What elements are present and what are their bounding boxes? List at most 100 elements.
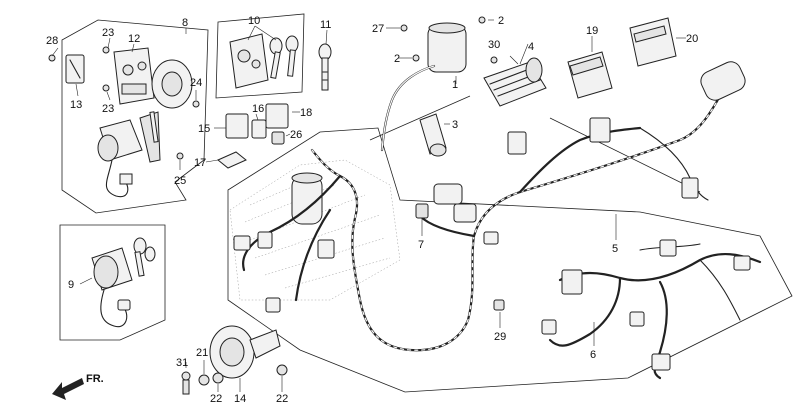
key-blade: [149, 111, 159, 143]
key-blade-a: [270, 51, 281, 79]
callout-2-upper: 2: [498, 15, 504, 27]
front-direction-arrow: FR.: [52, 373, 104, 400]
callout-3: 3: [452, 119, 458, 131]
bolt-27: [400, 24, 408, 32]
nut-22b: [276, 364, 288, 376]
callout-2-lower: 2: [394, 53, 400, 65]
callout-labels: 28 23 12 8 23 24 13 25 10 11 27 2 2 1 30…: [46, 15, 698, 405]
group-outlines: [59, 13, 793, 393]
ignition-switch-9: [91, 237, 156, 328]
key-blade-b: [287, 49, 296, 77]
regulator-rectifier-4: [483, 56, 547, 107]
callout-28: 28: [46, 35, 58, 47]
direction-label: FR.: [86, 373, 104, 385]
clip-7: [415, 203, 429, 219]
callout-9: 9: [68, 279, 74, 291]
connector-m: [629, 311, 645, 327]
ignition-coil-1: [380, 16, 486, 152]
connector-i: [265, 297, 281, 313]
callout-20: 20: [686, 33, 698, 45]
connector-small: [119, 173, 133, 185]
relays: [217, 103, 289, 169]
cover-19: [567, 51, 613, 99]
connector-o: [733, 255, 751, 271]
callout-14: 14: [234, 393, 246, 405]
callout-4: 4: [528, 41, 534, 53]
callout-11: 11: [320, 19, 331, 31]
screw-28: [48, 54, 56, 62]
connector-j: [483, 231, 499, 245]
callout-26: 26: [290, 129, 302, 141]
relay-18: [265, 103, 289, 129]
callout-13: 13: [70, 99, 82, 111]
callout-21: 21: [196, 347, 208, 359]
main-harness-group-outline: [227, 127, 793, 393]
screw-25: [176, 152, 184, 160]
callout-5: 5: [612, 243, 618, 255]
connector-k: [561, 269, 583, 295]
connector-g: [257, 231, 273, 249]
connector-h: [317, 239, 335, 259]
callout-30: 30: [488, 39, 500, 51]
connector-c: [681, 177, 699, 199]
callout-10: 10: [248, 15, 260, 27]
callout-29: 29: [494, 331, 506, 343]
callout-1: 1: [452, 79, 458, 91]
key-cylinder-body: [229, 33, 269, 89]
sub-harness-outline: [549, 117, 701, 193]
screw-23b: [102, 84, 110, 92]
harness-end-boot: [700, 61, 746, 101]
key-set-10: [229, 33, 299, 89]
clip-26: [271, 131, 285, 145]
callout-7: 7: [418, 239, 424, 251]
nut-22a: [212, 372, 224, 384]
horn-bracket: [249, 329, 281, 359]
relay-16: [251, 119, 267, 139]
sub-wire-harness-6: [493, 239, 762, 380]
callout-6: 6: [590, 349, 596, 361]
nut-2a: [478, 16, 486, 24]
callout-16: 16: [252, 103, 264, 115]
callout-17: 17: [194, 157, 206, 169]
connector-e: [453, 203, 477, 223]
key-blade: [134, 251, 145, 277]
nut-2b: [412, 54, 420, 62]
main-wire-harness-5: [233, 61, 746, 352]
switch-12: [113, 47, 155, 105]
spark-plug-cap-3: [419, 113, 447, 157]
connector-f: [233, 235, 251, 251]
callout-27: 27: [372, 23, 384, 35]
seat-lock-assembly: [48, 46, 200, 198]
callout-8: 8: [182, 17, 188, 29]
blank-key-11: [318, 43, 332, 91]
ignition-switch-group-outline: [59, 224, 166, 341]
callout-31: 31: [176, 357, 188, 369]
harness-background-hatching: [229, 159, 401, 301]
relay-15: [225, 113, 249, 139]
connector-b: [589, 117, 611, 143]
connector-d: [433, 183, 463, 205]
bolt-31: [181, 371, 191, 381]
screw-24: [192, 100, 200, 108]
callout-18: 18: [300, 107, 312, 119]
callout-12: 12: [128, 33, 140, 45]
callout-15: 15: [198, 123, 210, 135]
bolt-30: [490, 56, 498, 64]
callout-22-right: 22: [276, 393, 288, 405]
clip-17: [217, 151, 247, 169]
horn-14: [181, 325, 288, 395]
ignition-coil-outline: [369, 95, 471, 141]
connector-l: [659, 239, 677, 257]
connector-n: [651, 353, 671, 371]
callout-25: 25: [174, 175, 186, 187]
screw-23a: [102, 46, 110, 54]
cover-20: [629, 17, 677, 67]
arrow-icon: [52, 378, 84, 400]
callout-24: 24: [190, 77, 202, 89]
seat-lock-group-outline: [61, 19, 209, 214]
key-set-group-outline: [215, 13, 305, 99]
callout-19: 19: [586, 25, 598, 37]
connector-a: [507, 131, 527, 155]
washer-21: [198, 374, 210, 386]
